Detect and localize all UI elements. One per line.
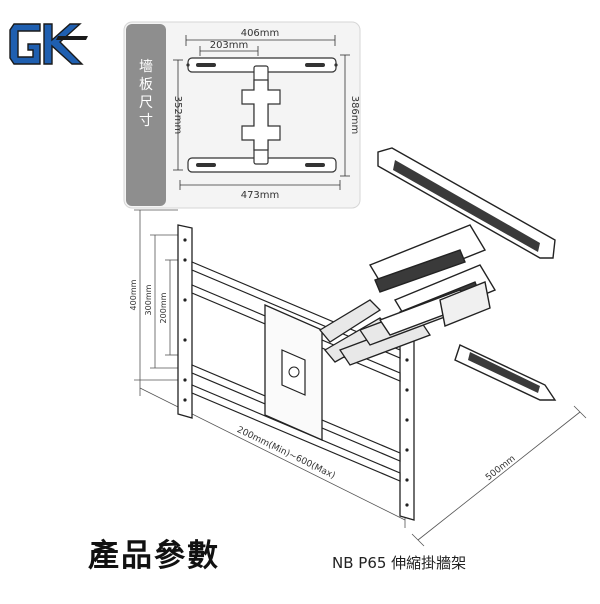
wall-plate-right-height: 386mm bbox=[349, 96, 360, 135]
gk-logo bbox=[9, 23, 88, 65]
mount-depth: 500mm bbox=[484, 454, 518, 483]
product-subtitle: NB P65 伸縮掛牆架 bbox=[332, 554, 467, 572]
mount-height-outer: 400mm bbox=[129, 279, 138, 310]
mount-height-inner: 200mm bbox=[159, 292, 168, 323]
mount-height-mid: 300mm bbox=[144, 284, 153, 315]
wall-plate-left-height: 352mm bbox=[172, 96, 183, 135]
wall-plate-panel bbox=[123, 21, 361, 209]
wall-plate-inner-width: 203mm bbox=[210, 40, 249, 51]
wall-plate-top-width: 406mm bbox=[241, 28, 280, 39]
product-title: 產品參數 bbox=[88, 538, 220, 574]
wall-plate-bottom-width: 473mm bbox=[241, 190, 280, 201]
wall-plate-panel-label: 墻板尺寸 bbox=[139, 59, 153, 129]
tv-mount-bracket bbox=[177, 147, 557, 521]
